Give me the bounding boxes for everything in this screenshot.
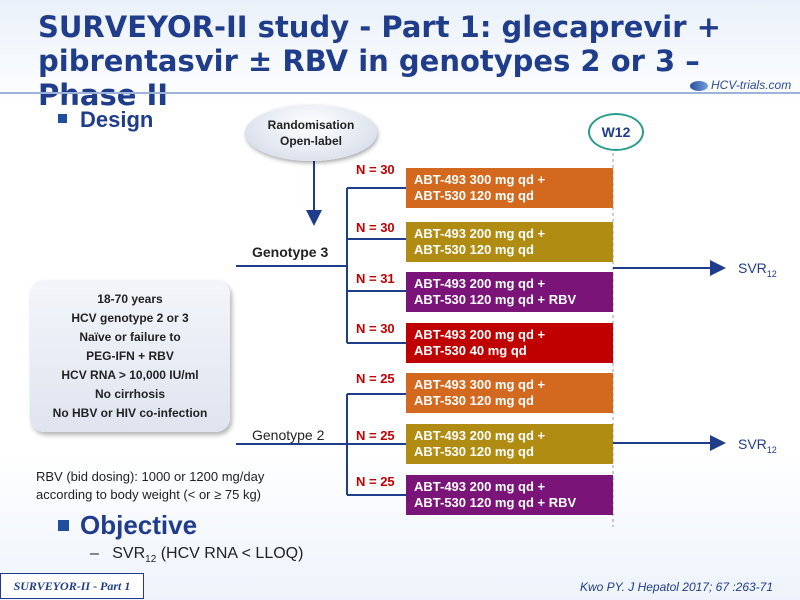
objective-rest: (HCV RNA < LLOQ)	[156, 545, 304, 562]
arm-line-2: ABT-530 120 mg qd + RBV	[414, 292, 577, 307]
genotype-2-label: Genotype 2	[252, 427, 325, 443]
genotype-2-outcome: SVR12	[738, 436, 777, 455]
genotype-3-outcome: SVR12	[738, 260, 777, 279]
objective-main: SVR	[112, 545, 146, 562]
arm-line-1: ABT-493 200 mg qd +	[414, 428, 546, 443]
design-bullet-icon	[58, 114, 67, 123]
treatment-arm: ABT-493 300 mg qd + ABT-530 120 mg qd	[406, 168, 613, 208]
inclusion-criteria-box: 18-70 years HCV genotype 2 or 3 Naïve or…	[30, 280, 230, 432]
logo-icon	[690, 80, 708, 91]
logo-text: HCV-trials.com	[711, 78, 792, 92]
objective-item: – SVR12 (HCV RNA < LLOQ)	[90, 545, 303, 565]
arm-line-1: ABT-493 300 mg qd +	[414, 172, 546, 187]
outcome-subscript: 12	[766, 444, 777, 455]
reference-citation: Kwo PY. J Hepatol 2017; 67 :263-71	[580, 580, 774, 594]
outcome-subscript: 12	[766, 268, 777, 279]
outcome-text: SVR	[738, 436, 767, 452]
outcome-text: SVR	[738, 260, 767, 276]
arm-line-1: ABT-493 200 mg qd +	[414, 276, 546, 291]
study-tag: SURVEYOR-II - Part 1	[0, 573, 144, 599]
arm-line-1: ABT-493 200 mg qd +	[414, 479, 546, 494]
arm-line-2: ABT-530 120 mg qd	[414, 444, 534, 459]
rbv-note-line-1: RBV (bid dosing): 1000 or 1200 mg/day	[36, 469, 265, 484]
criteria-item: Naïve or failure to	[79, 330, 181, 344]
objective-bullet-icon	[58, 520, 69, 531]
randomisation-node: Randomisation Open-label	[245, 105, 377, 161]
arm-n-count: N = 30	[356, 162, 395, 177]
arm-line-1: ABT-493 200 mg qd +	[414, 226, 546, 241]
arm-line-2: ABT-530 120 mg qd	[414, 242, 534, 257]
criteria-item: PEG-IFN + RBV	[86, 349, 174, 363]
genotype-3-label: Genotype 3	[252, 244, 329, 260]
rbv-dosing-note: RBV (bid dosing): 1000 or 1200 mg/day ac…	[36, 468, 264, 504]
arm-line-1: ABT-493 200 mg qd +	[414, 327, 546, 342]
arm-n-count: N = 30	[356, 321, 395, 336]
title-divider	[0, 92, 800, 94]
treatment-arm: ABT-493 200 mg qd + ABT-530 40 mg qd	[406, 323, 613, 363]
criteria-item: 18-70 years	[97, 292, 163, 306]
objective-dash: –	[90, 545, 99, 562]
arm-n-count: N = 31	[356, 271, 395, 286]
title-line-1: SURVEYOR-II study - Part 1: glecaprevir …	[38, 10, 721, 44]
arm-n-count: N = 25	[356, 428, 395, 443]
arm-line-2: ABT-530 120 mg qd	[414, 188, 534, 203]
randomisation-line-1: Randomisation	[267, 118, 355, 132]
arm-line-2: ABT-530 120 mg qd + RBV	[414, 495, 577, 510]
treatment-arm: ABT-493 300 mg qd + ABT-530 120 mg qd	[406, 373, 613, 413]
arm-line-1: ABT-493 300 mg qd +	[414, 377, 546, 392]
objective-subscript: 12	[145, 554, 157, 566]
arm-n-count: N = 25	[356, 371, 395, 386]
arm-n-count: N = 30	[356, 220, 395, 235]
treatment-arm: ABT-493 200 mg qd + ABT-530 120 mg qd	[406, 424, 613, 464]
hcv-trials-logo: HCV-trials.com	[690, 78, 791, 92]
arm-n-count: N = 25	[356, 474, 395, 489]
treatment-arm: ABT-493 200 mg qd + ABT-530 120 mg qd	[406, 222, 613, 262]
criteria-item: No HBV or HIV co-infection	[52, 406, 208, 420]
objective-heading: Objective	[80, 510, 198, 540]
randomisation-line-2: Open-label	[279, 134, 342, 148]
criteria-item: HCV RNA > 10,000 IU/ml	[61, 368, 199, 382]
arm-line-2: ABT-530 40 mg qd	[414, 343, 527, 358]
rbv-note-line-2: according to body weight (< or ≥ 75 kg)	[36, 487, 262, 502]
title-line-2: pibrentasvir ± RBV in genotypes 2 or 3 –…	[38, 44, 700, 112]
arm-line-2: ABT-530 120 mg qd	[414, 393, 534, 408]
week-12-marker: W12	[588, 113, 644, 151]
treatment-arm: ABT-493 200 mg qd + ABT-530 120 mg qd + …	[406, 475, 613, 515]
slide-title: SURVEYOR-II study - Part 1: glecaprevir …	[38, 10, 758, 112]
criteria-item: HCV genotype 2 or 3	[71, 311, 189, 325]
treatment-arm: ABT-493 200 mg qd + ABT-530 120 mg qd + …	[406, 272, 613, 312]
design-heading: Design	[80, 107, 154, 132]
criteria-item: No cirrhosis	[94, 387, 166, 401]
